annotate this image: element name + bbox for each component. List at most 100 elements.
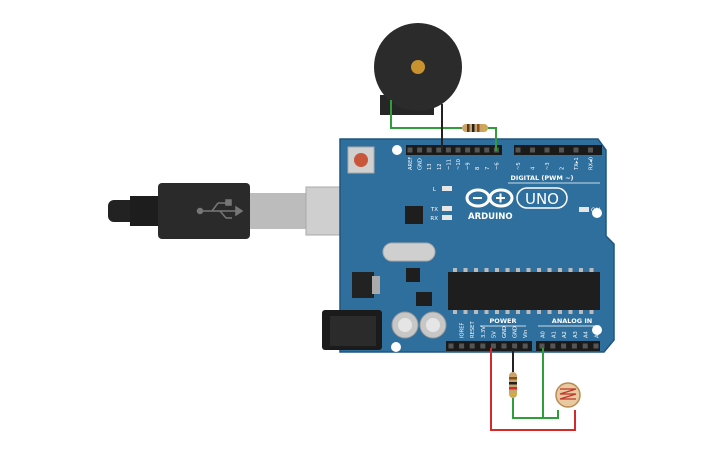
analog-pin-label: A3 <box>573 331 579 338</box>
digital-pin-hole[interactable] <box>445 147 451 153</box>
buzzer-center <box>411 60 425 74</box>
led-label-l: L <box>433 187 437 193</box>
power-jack-inner <box>330 316 376 346</box>
chip-pin <box>579 310 583 314</box>
chip-pin <box>526 310 531 314</box>
resistor-band <box>509 377 517 380</box>
power-pin-hole[interactable] <box>490 343 496 349</box>
digital-pin-hole[interactable] <box>588 147 593 153</box>
chip-pin <box>516 268 520 272</box>
chip-pin <box>484 310 489 314</box>
power-pin-hole[interactable] <box>501 343 507 349</box>
power-pin-label: IOREF <box>460 323 466 338</box>
transistor <box>416 292 432 306</box>
led-l <box>442 186 452 191</box>
mounting-hole <box>592 325 602 335</box>
power-pin-label: RESET <box>470 321 476 338</box>
power-pin-label: 5V <box>491 331 497 338</box>
power-pin-hole[interactable] <box>480 343 486 349</box>
digital-pin-hole[interactable] <box>455 147 461 153</box>
analog-pin-label: A2 <box>562 331 568 338</box>
digital-pin-label: 7 <box>485 167 491 170</box>
chip-pin <box>453 268 457 272</box>
digital-pin-hole[interactable] <box>515 147 521 153</box>
digital-pin-label: 4 <box>531 166 537 170</box>
power-pin-hole[interactable] <box>469 343 475 349</box>
power-pin-label: 3.3V <box>481 326 487 338</box>
usb-strain-relief <box>130 196 160 226</box>
resistor <box>462 124 488 132</box>
resistor-band <box>509 382 517 385</box>
pulldown-resistor <box>509 372 517 398</box>
mounting-hole <box>392 145 402 155</box>
digital-pin-label: ~3 <box>545 162 551 170</box>
chip-pin <box>505 310 510 314</box>
analog-pin-hole[interactable] <box>571 343 577 349</box>
chip-pin <box>547 310 552 314</box>
digital-pin-hole[interactable] <box>436 147 442 153</box>
on-label: ON <box>591 207 600 214</box>
voltage-regulator <box>352 272 374 298</box>
mounting-hole <box>391 342 401 352</box>
analog-pin-label: A0 <box>541 331 547 338</box>
atmega-pins <box>453 268 594 314</box>
digital-pin-hole[interactable] <box>417 147 423 153</box>
wire-5v-red <box>490 348 576 431</box>
digital-pin-hole[interactable] <box>544 147 550 153</box>
power-pin-label: GND <box>513 326 519 338</box>
capacitor-top <box>426 318 440 332</box>
digital-header-label: DIGITAL (PWM ~) <box>511 174 574 182</box>
chip-pin <box>558 268 562 272</box>
analog-pin-label: A5 <box>595 331 601 338</box>
digital-pin-label: ~6 <box>494 162 500 170</box>
digital-pin-hole[interactable] <box>530 147 535 153</box>
power-pin-hole[interactable] <box>522 343 528 349</box>
digital-pin-hole[interactable] <box>426 147 432 153</box>
chip-pin <box>474 310 478 314</box>
board-name: ARDUINO <box>468 212 513 222</box>
chip-pin <box>589 268 594 272</box>
usb-icon <box>196 199 244 219</box>
analog-header <box>536 341 600 351</box>
ldr-track <box>559 388 577 400</box>
analog-pin-hole[interactable] <box>582 343 588 349</box>
power-pin-hole[interactable] <box>448 343 454 349</box>
chip-pin <box>495 310 499 314</box>
digital-pin-label: 13 <box>427 163 433 170</box>
reset-button-cap[interactable] <box>354 153 368 167</box>
digital-pin-hole[interactable] <box>465 147 471 153</box>
digital-pin-hole[interactable] <box>407 147 413 153</box>
digital-pin-label: ~5 <box>516 162 522 170</box>
digital-pin-label: AREF <box>408 157 414 170</box>
chip-pin <box>537 268 541 272</box>
chip-pin <box>589 310 594 314</box>
resistor-band <box>467 124 470 132</box>
digital-pin-label: 12 <box>437 163 443 170</box>
chip-pin <box>463 310 468 314</box>
analog-pin-hole[interactable] <box>550 343 556 349</box>
power-pin-hole[interactable] <box>512 343 518 349</box>
analog-pin-hole[interactable] <box>539 343 545 349</box>
status-leds <box>442 186 589 220</box>
digital-pin-label: 2 <box>560 167 566 170</box>
led-label-rx: RX <box>430 216 438 222</box>
digital-pin-label: TX▸1 <box>574 157 580 171</box>
mounting-hole <box>592 208 602 218</box>
analog-pin-hole[interactable] <box>561 343 567 349</box>
led-label-tx: TX <box>430 207 438 213</box>
power-header <box>446 341 532 351</box>
regulator-tab <box>372 276 380 294</box>
resistor-band <box>472 124 475 132</box>
chip-pin <box>516 310 520 314</box>
power-pin-hole[interactable] <box>459 343 465 349</box>
resistor-band <box>477 124 480 132</box>
analog-pin-hole[interactable] <box>593 343 599 349</box>
board-model: UNO <box>525 190 559 208</box>
chip-pin <box>474 268 478 272</box>
led-rx <box>442 215 452 220</box>
digital-pin-hole[interactable] <box>559 147 564 153</box>
digital-pin-hole[interactable] <box>573 147 579 153</box>
digital-pin-hole[interactable] <box>474 147 480 153</box>
digital-pin-hole[interactable] <box>484 147 490 153</box>
